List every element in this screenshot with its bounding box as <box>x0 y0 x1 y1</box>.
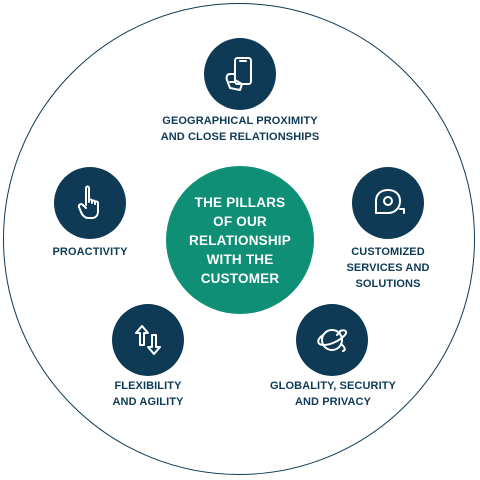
center-circle: THE PILLARS OF OUR RELATIONSHIP WITH THE… <box>166 166 314 314</box>
pillar-geo-line: AND CLOSE RELATIONSHIPS <box>160 131 320 143</box>
pillar-customized-line: SERVICES AND <box>346 262 430 274</box>
pillar-globality-line: GLOBALITY, SECURITY <box>270 380 396 392</box>
pointing-hand-icon <box>77 185 99 219</box>
pillar-customized-line: SOLUTIONS <box>355 278 421 290</box>
planet-orbit-icon <box>317 329 348 352</box>
pillar-flexibility-badge <box>112 304 184 376</box>
pillar-flexibility-label: FLEXIBILITY AND AGILITY <box>96 378 200 410</box>
center-line: CUSTOMER <box>200 270 280 286</box>
center-title: THE PILLARS OF OUR RELATIONSHIP WITH THE… <box>175 193 305 288</box>
pillar-customized-badge <box>352 167 424 239</box>
center-line: RELATIONSHIP <box>189 232 291 248</box>
center-line: OF OUR <box>213 213 267 229</box>
pillar-globality-line: AND PRIVACY <box>294 396 372 408</box>
pillar-geo-label: GEOGRAPHICAL PROXIMITY AND CLOSE RELATIO… <box>140 113 340 145</box>
up-down-arrows-icon <box>135 325 161 355</box>
pillar-flexibility-line: FLEXIBILITY <box>114 380 182 392</box>
measuring-tape-icon <box>375 189 405 214</box>
pillar-geo-line: GEOGRAPHICAL PROXIMITY <box>162 115 318 127</box>
pillar-geo-badge <box>204 38 276 110</box>
pillar-customized-line: CUSTOMIZED <box>351 246 425 258</box>
pillar-globality-badge <box>296 304 368 376</box>
center-line: WITH THE <box>206 251 274 267</box>
pillar-proactivity-label: PROACTIVITY <box>40 244 140 260</box>
pillar-flexibility-line: AND AGILITY <box>112 396 184 408</box>
smartphone-hand-icon <box>225 57 252 91</box>
pillar-customized-label: CUSTOMIZED SERVICES AND SOLUTIONS <box>330 244 446 292</box>
pillar-globality-label: GLOBALITY, SECURITY AND PRIVACY <box>258 378 408 410</box>
outer-ring <box>3 3 475 475</box>
pillar-proactivity-badge <box>54 167 126 239</box>
pillar-proactivity-line: PROACTIVITY <box>52 246 128 258</box>
center-line: THE PILLARS <box>194 194 286 210</box>
